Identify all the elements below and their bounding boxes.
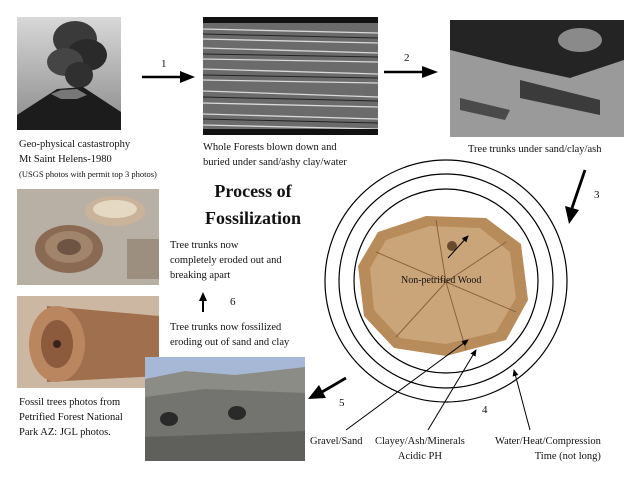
step-6-number: 6 <box>230 296 236 308</box>
ring-outer <box>324 159 568 403</box>
pointer-wood <box>447 235 469 259</box>
arrow-3 <box>570 169 587 209</box>
diagram-title: Process of Fossilization <box>204 181 301 228</box>
step-2-number: 2 <box>404 52 410 64</box>
blown-down-forest-photo <box>203 17 378 135</box>
step-5-number: 5 <box>339 397 345 409</box>
badlands-photo <box>145 357 305 461</box>
pointer-clay <box>427 349 477 431</box>
wood-cross-section-photo <box>356 212 530 358</box>
fossilized-log-photo <box>17 296 159 388</box>
eroded-out-caption: Tree trunks now completely eroded out an… <box>170 240 282 281</box>
buried-caption: Tree trunks under sand/clay/ash <box>468 144 602 155</box>
ring-inner <box>353 188 539 374</box>
eruption-photo <box>17 17 121 130</box>
step-3-number: 3 <box>594 189 600 201</box>
layer-gravel-label: Gravel/Sand <box>310 436 363 447</box>
wood-label: Non-petrified Wood <box>401 275 482 286</box>
eruption-caption: Geo-physical castastrophy Mt Saint Helen… <box>19 139 157 179</box>
buried-trunks-photo <box>450 20 624 137</box>
pointer-water <box>512 369 531 431</box>
step-1-number: 1 <box>161 58 167 70</box>
arrow-5 <box>321 376 347 394</box>
step-4-number: 4 <box>482 404 488 416</box>
pointer-gravel <box>345 339 469 431</box>
forest-caption: Whole Forests blown down and buried unde… <box>203 142 347 168</box>
eroded-stumps-photo <box>17 189 159 285</box>
layer-water-label: Water/Heat/Compression Time (not long) <box>495 436 601 462</box>
fossil-credit-caption: Fossil trees photos from Petrified Fores… <box>19 397 123 438</box>
ring-middle <box>338 173 554 389</box>
layer-clay-label: Clayey/Ash/Minerals Acidic PH <box>375 436 465 462</box>
fossilized-caption: Tree trunks now fossilized eroding out o… <box>170 322 290 348</box>
